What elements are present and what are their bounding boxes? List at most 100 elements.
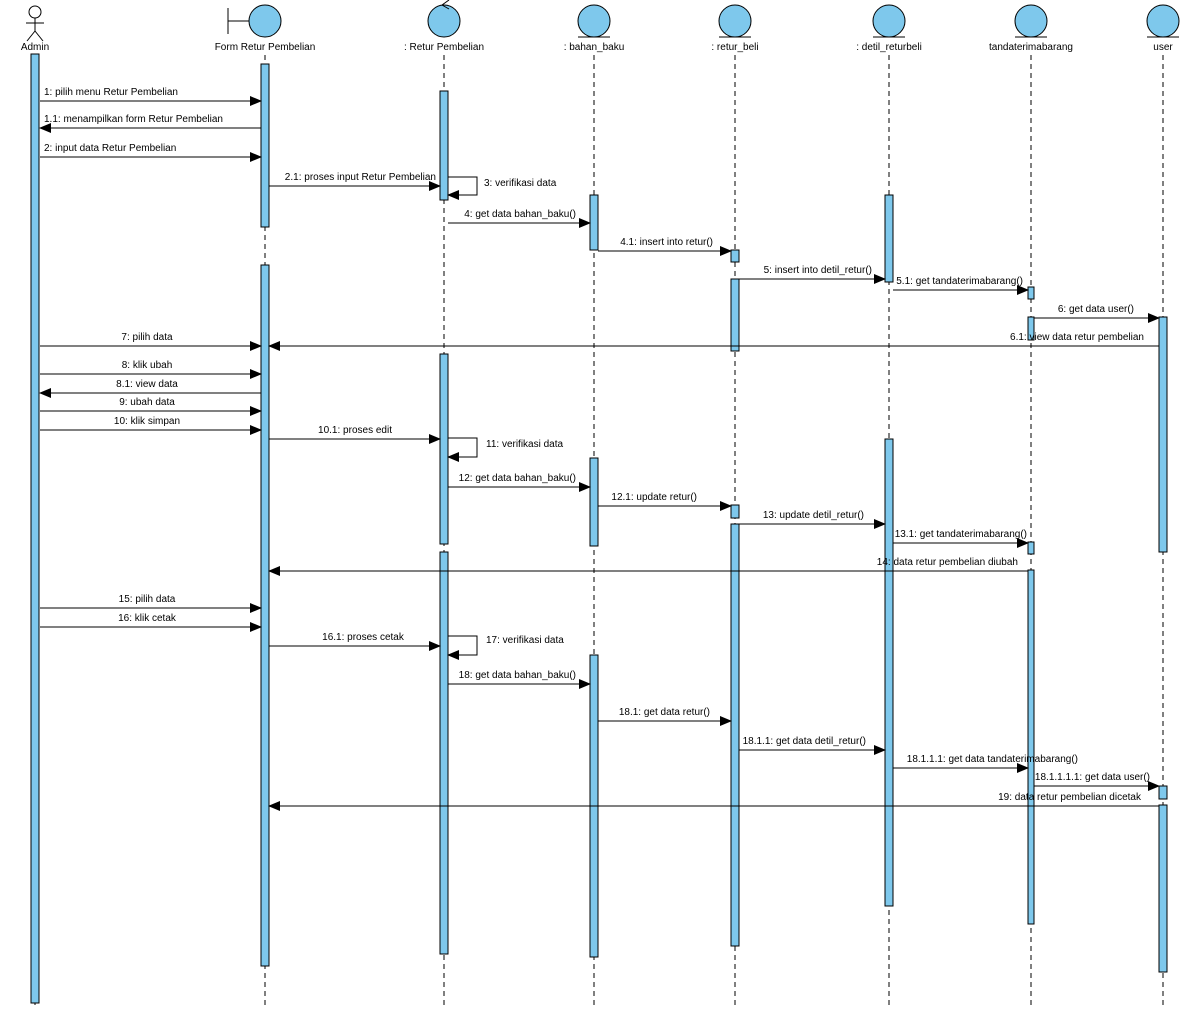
entity-tanda-icon [1014,4,1048,38]
activation-ctrl-3 [439,90,449,201]
control-ctrl-icon [427,0,461,38]
message-31: 18.1.1.1.1: get data user() [1034,772,1160,791]
message-label-15: 10: klik simpan [114,416,180,427]
message-2: 2: input data Retur Pembelian [40,143,262,162]
message-arrow-17 [447,437,478,462]
activation-bahan-6 [589,194,599,251]
message-label-30: 18.1.1.1: get data tandaterimabarang() [907,754,1078,765]
message-label-2: 2: input data Retur Pembelian [44,143,176,154]
message-23: 15: pilih data [40,594,262,613]
message-label-3: 2.1: proses input Retur Pembelian [285,172,436,183]
activation-detil-14 [884,438,894,907]
activation-form-1 [260,63,270,228]
activation-tanda-17 [1027,541,1035,555]
message-label-7: 5: insert into detil_retur() [764,265,872,276]
message-label-4: 3: verifikasi data [484,178,557,189]
message-13: 8.1: view data [39,379,261,398]
message-0: 1: pilih menu Retur Pembelian [40,87,262,106]
message-label-12: 8: klik ubah [122,360,173,371]
message-label-18: 12: get data bahan_baku() [459,473,576,484]
message-30: 18.1.1.1: get data tandaterimabarang() [893,754,1078,773]
message-11: 7: pilih data [40,332,262,351]
message-label-0: 1: pilih menu Retur Pembelian [44,87,178,98]
message-19: 12.1: update retur() [598,492,732,511]
message-27: 18: get data bahan_baku() [448,670,591,689]
participant-label-user: user [1153,42,1173,53]
message-21: 13.1: get tandaterimabarang() [893,529,1029,548]
message-3: 2.1: proses input Retur Pembelian [269,172,441,191]
message-arrow-4 [447,176,478,200]
message-label-9: 6: get data user() [1058,304,1134,315]
entity-user-icon [1146,4,1180,38]
message-18: 12: get data bahan_baku() [448,473,591,492]
message-arrow-26 [447,635,478,660]
message-15: 10: klik simpan [40,416,262,435]
message-9: 6: get data user() [1034,304,1160,323]
message-1: 1.1: menampilkan form Retur Pembelian [39,114,261,133]
message-14: 9: ubah data [40,397,262,416]
activation-tanda-18 [1027,569,1035,925]
message-24: 16: klik cetak [40,613,262,632]
message-16: 10.1: proses edit [269,425,441,444]
activation-tanda-15 [1027,286,1035,300]
message-label-24: 16: klik cetak [118,613,177,624]
activation-ctrl-5 [439,551,449,955]
message-label-28: 18.1: get data retur() [619,707,710,718]
message-label-1: 1.1: menampilkan form Retur Pembelian [44,114,223,125]
message-25: 16.1: proses cetak [269,632,441,651]
activation-user-19 [1158,316,1168,553]
message-4: 3: verifikasi data [447,176,557,200]
participant-label-admin: Admin [21,42,49,53]
message-label-29: 18.1.1: get data detil_retur() [743,736,866,747]
message-label-14: 9: ubah data [119,397,175,408]
message-label-26: 17: verifikasi data [486,635,564,646]
message-label-25: 16.1: proses cetak [322,632,405,643]
activation-user-21 [1158,804,1168,973]
message-label-32: 19: data retur pembelian dicetak [998,792,1142,803]
message-29: 18.1.1: get data detil_retur() [739,736,886,755]
activation-ctrl-4 [439,353,449,545]
message-label-20: 13: update detil_retur() [763,510,864,521]
message-label-10: 6.1: view data retur pembelian [1010,332,1144,343]
message-12: 8: klik ubah [40,360,262,379]
boundary-form-icon [227,4,282,38]
message-label-22: 14: data retur pembelian diubah [877,557,1018,568]
message-label-11: 7: pilih data [121,332,173,343]
participant-label-bahan: : bahan_baku [564,42,625,53]
message-22: 14: data retur pembelian diubah [268,557,1028,576]
message-label-17: 11: verifikasi data [486,439,564,450]
message-label-16: 10.1: proses edit [318,425,392,436]
participant-label-form: Form Retur Pembelian [215,42,316,53]
activation-form-2 [260,264,270,967]
message-32: 19: data retur pembelian dicetak [268,792,1159,811]
message-label-8: 5.1: get tandaterimabarang() [896,276,1023,287]
activation-detil-13 [884,194,894,283]
message-10: 6.1: view data retur pembelian [268,332,1159,351]
message-label-21: 13.1: get tandaterimabarang() [895,529,1027,540]
message-label-31: 18.1.1.1.1: get data user() [1035,772,1150,783]
message-label-13: 8.1: view data [116,379,178,390]
activation-retur-12 [730,523,740,947]
message-17: 11: verifikasi data [447,437,564,462]
activation-admin-0 [30,53,40,1004]
activation-bahan-7 [589,457,599,547]
message-label-19: 12.1: update retur() [611,492,697,503]
message-label-5: 4: get data bahan_baku() [464,209,576,220]
message-26: 17: verifikasi data [447,635,564,660]
activation-retur-11 [730,504,740,519]
message-label-23: 15: pilih data [119,594,176,605]
entity-bahan-icon [577,4,611,38]
activation-tanda-16 [1027,316,1035,341]
participant-label-tanda: tandaterimabarang [989,42,1073,53]
message-28: 18.1: get data retur() [598,707,732,726]
message-20: 13: update detil_retur() [739,510,886,529]
participant-label-detil: : detil_returbeli [856,42,922,53]
participant-label-retur: : retur_beli [711,42,758,53]
message-5: 4: get data bahan_baku() [448,209,591,228]
entity-detil-icon [872,4,906,38]
message-label-27: 18: get data bahan_baku() [459,670,576,681]
participant-label-ctrl: : Retur Pembelian [404,42,484,53]
entity-retur-icon [718,4,752,38]
activation-retur-10 [730,278,740,352]
